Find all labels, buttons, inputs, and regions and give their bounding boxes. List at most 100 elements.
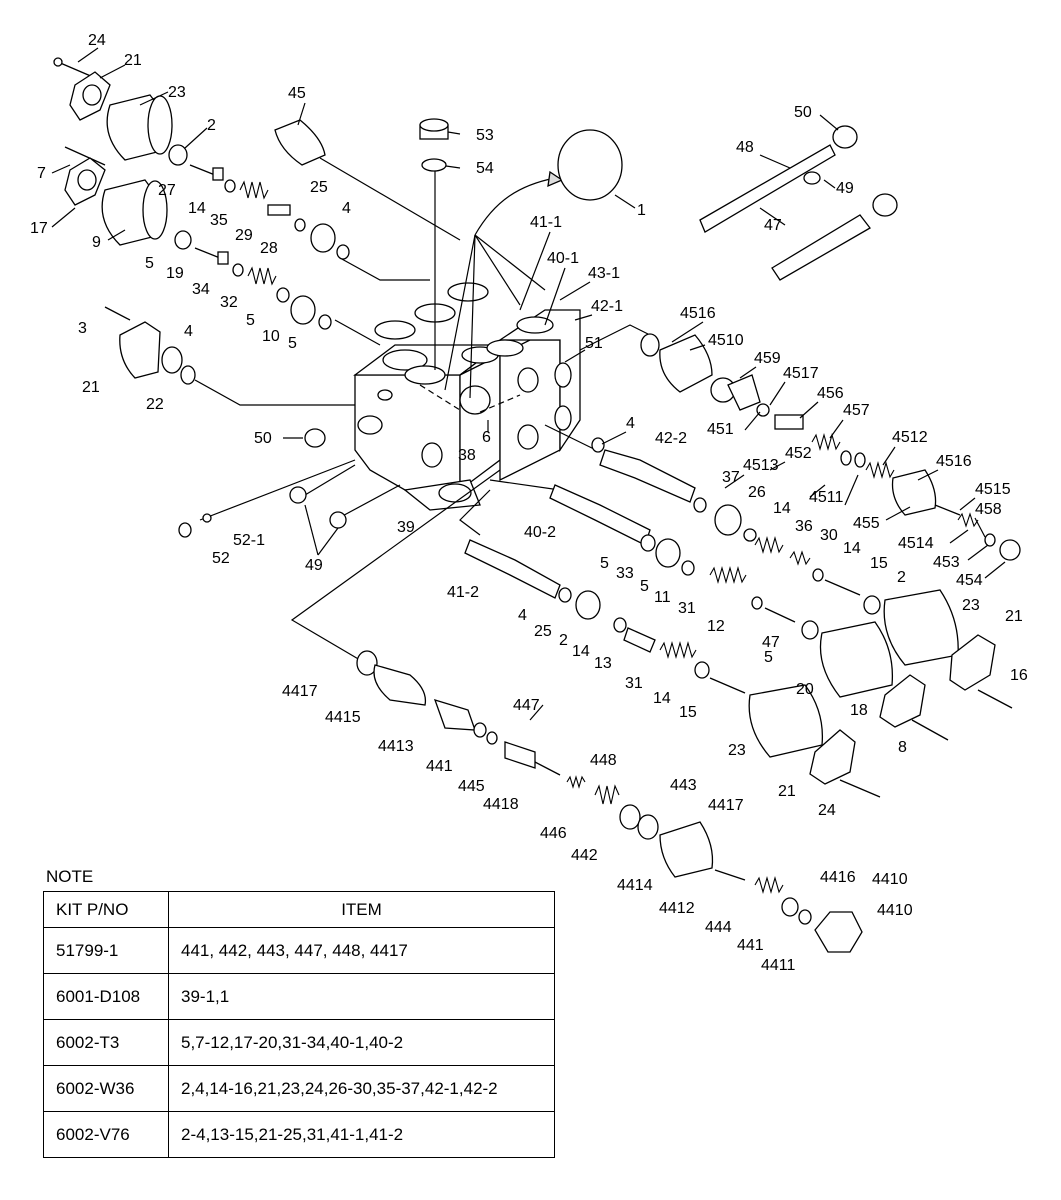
callout: 14 xyxy=(572,643,590,660)
relief-cartridge xyxy=(356,650,863,953)
callout: 2 xyxy=(897,569,906,586)
callout: 441 xyxy=(426,758,453,775)
kit-header: KIT P/NO xyxy=(43,891,169,928)
callout: 4 xyxy=(626,415,635,432)
callout: 28 xyxy=(260,240,278,257)
relief-valve-stack xyxy=(640,333,1021,561)
callout: 458 xyxy=(975,501,1002,518)
callout: 14 xyxy=(773,500,791,517)
callout: 4 xyxy=(518,607,527,624)
callout: 11 xyxy=(654,589,671,606)
callout-leaders xyxy=(51,47,1006,579)
callout: 4417 xyxy=(282,683,318,700)
callout: 16 xyxy=(1010,667,1028,684)
note-title: NOTE xyxy=(46,867,94,886)
callout-labels: 24 21 23 2 7 17 9 27 14 35 29 28 25 4 5 … xyxy=(30,32,1028,974)
callout: 441 xyxy=(737,937,764,954)
callout: 42-1 xyxy=(591,298,623,315)
callout: 18 xyxy=(850,702,868,719)
callout: 23 xyxy=(962,597,980,614)
callout: 13 xyxy=(594,655,612,672)
callout: 37 xyxy=(722,469,740,486)
callout: 4513 xyxy=(743,457,779,474)
callout: 14 xyxy=(188,200,206,217)
callout: 443 xyxy=(670,777,697,794)
callout: 459 xyxy=(754,350,781,367)
callout: 4413 xyxy=(378,738,414,755)
callout: 49 xyxy=(305,557,323,574)
callout: 4 xyxy=(342,200,351,217)
callout: 453 xyxy=(933,554,960,571)
callout: 50 xyxy=(794,104,812,121)
callout: 32 xyxy=(220,294,238,311)
kit-number: 51799-1 xyxy=(43,927,169,974)
callout: 21 xyxy=(778,783,796,800)
callout: 445 xyxy=(458,778,485,795)
callout: 20 xyxy=(796,681,814,698)
callout: 24 xyxy=(88,32,106,49)
callout: 4418 xyxy=(483,796,519,813)
callout: 27 xyxy=(158,182,176,199)
table-row: 6002-V76 2-4,13-15,21-25,31,41-1,41-2 xyxy=(43,1111,555,1158)
callout: 457 xyxy=(843,402,870,419)
callout: 17 xyxy=(30,220,48,237)
kit-items: 2,4,14-16,21,23,24,26-30,35-37,42-1,42-2 xyxy=(168,1065,555,1112)
callout: 4515 xyxy=(975,481,1011,498)
callout: 456 xyxy=(817,385,844,402)
callout: 9 xyxy=(92,234,101,251)
kit-number: 6002-V76 xyxy=(43,1111,169,1158)
kit-table: KIT P/NO ITEM 51799-1 441, 442, 443, 447… xyxy=(43,891,555,1158)
callout: 34 xyxy=(192,281,210,298)
callout: 7 xyxy=(37,165,46,182)
callout: 45 xyxy=(288,85,306,102)
table-row: 51799-1 441, 442, 443, 447, 448, 4417 xyxy=(43,927,555,974)
callout: 22 xyxy=(146,396,164,413)
callout: 4512 xyxy=(892,429,928,446)
callout: 10 xyxy=(262,328,280,345)
callout: 4516 xyxy=(936,453,972,470)
callout: 33 xyxy=(616,565,634,582)
kit-number: 6002-T3 xyxy=(43,1019,169,1066)
callout: 5 xyxy=(288,335,297,352)
callout: 8 xyxy=(898,739,907,756)
kit-number: 6001-D108 xyxy=(43,973,169,1020)
callout: 3 xyxy=(78,320,87,337)
callout: 23 xyxy=(168,84,186,101)
callout: 54 xyxy=(476,160,494,177)
callout: 41-1 xyxy=(530,214,562,231)
callout: 48 xyxy=(736,139,754,156)
callout: 444 xyxy=(705,919,732,936)
callout: 40-1 xyxy=(547,250,579,267)
callout: 5 xyxy=(640,578,649,595)
callout: 47 xyxy=(762,634,780,651)
callout: 19 xyxy=(166,265,184,282)
callout: 12 xyxy=(707,618,725,635)
callout: 448 xyxy=(590,752,617,769)
callout: 26 xyxy=(748,484,766,501)
callout: 4410 xyxy=(872,871,908,888)
callout: 40-2 xyxy=(524,524,556,541)
spools xyxy=(464,437,1013,798)
callout: 21 xyxy=(124,52,142,69)
callout: 447 xyxy=(513,697,540,714)
callout: 42-2 xyxy=(655,430,687,447)
callout: 4415 xyxy=(325,709,361,726)
callout: 454 xyxy=(956,572,983,589)
callout: 4510 xyxy=(708,332,744,349)
callout: 4 xyxy=(184,323,193,340)
callout: 52 xyxy=(212,550,230,567)
callout: 451 xyxy=(707,421,734,438)
callout: 455 xyxy=(853,515,880,532)
callout: 5 xyxy=(764,649,773,666)
callout: 14 xyxy=(843,540,861,557)
callout: 6 xyxy=(482,429,491,446)
callout: 31 xyxy=(625,675,643,692)
callout: 53 xyxy=(476,127,494,144)
kit-table-header: KIT P/NO ITEM xyxy=(43,891,555,928)
callout: 35 xyxy=(210,212,228,229)
callout: 4514 xyxy=(898,535,934,552)
callout: 4414 xyxy=(617,877,653,894)
callout: 4511 xyxy=(809,489,844,506)
callout: 38 xyxy=(458,447,476,464)
